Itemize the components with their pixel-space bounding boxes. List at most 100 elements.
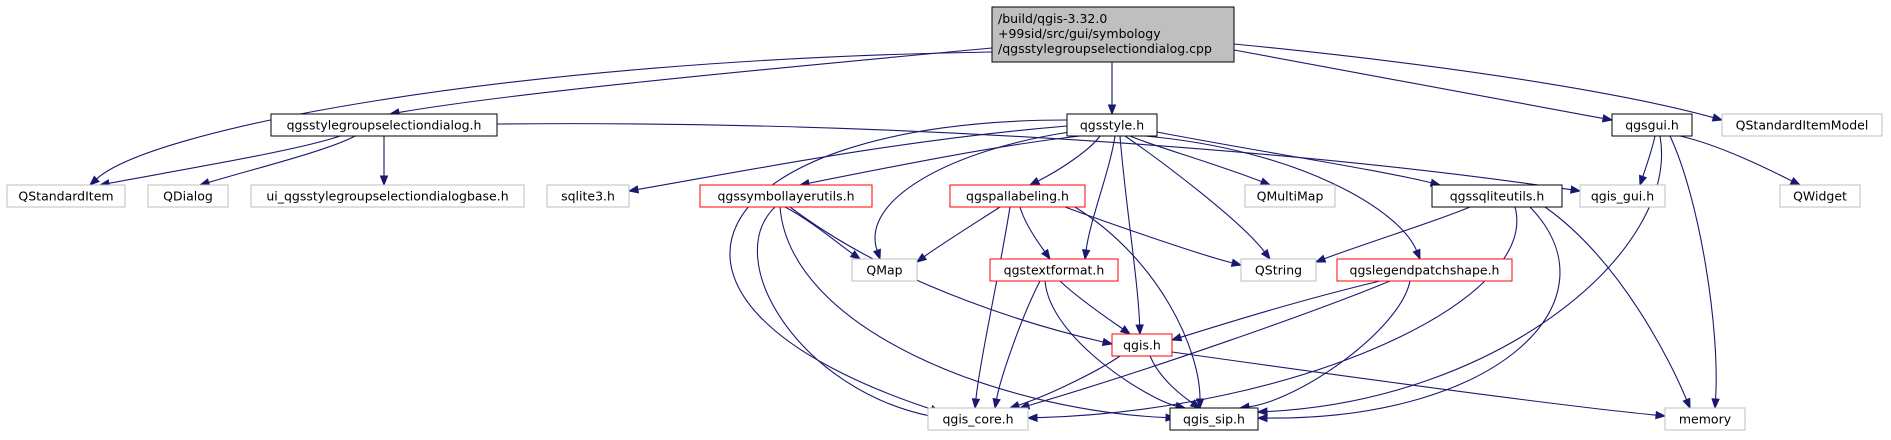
node-qgis_sip_h[interactable]: qgis_sip.h xyxy=(1169,407,1259,431)
node-label-QStandardItem: QStandardItem xyxy=(18,189,113,204)
arrowhead-root-to-QStandardItemModel xyxy=(1711,113,1724,122)
arrowhead-root-to-QStandardItem xyxy=(88,175,100,186)
node-label-qgssymbollayerutils_h: qgssymbollayerutils.h xyxy=(717,189,854,204)
node-memory: memory xyxy=(1664,407,1746,431)
edge-qgssqliteutils_h-to-qgis_core_h xyxy=(1036,206,1518,419)
edge-qgslegendpatchshape_h-to-qgis_h xyxy=(1180,280,1381,338)
node-qgsstylegroupselectiondialog_h[interactable]: qgsstylegroupselectiondialog.h xyxy=(270,113,498,137)
node-box-qgstextformat_h xyxy=(989,258,1119,282)
node-qgssqliteutils_h[interactable]: qgssqliteutils.h xyxy=(1431,184,1563,208)
edge-qgssymbollayerutils_h-to-qgis_sip_h xyxy=(779,206,1167,419)
node-label-qgis_gui_h: qgis_gui.h xyxy=(1591,189,1654,204)
node-qgstextformat_h[interactable]: qgstextformat.h xyxy=(989,258,1119,282)
arrowhead-qgsstyle_h-to-QString xyxy=(1260,248,1271,261)
arrowhead-qgstextformat_h-to-qgis_h xyxy=(1119,325,1132,335)
node-label-qgis_core_h: qgis_core.h xyxy=(942,412,1013,427)
edges-layer xyxy=(88,43,1802,423)
arrowhead-qgsstylegroupselectiondialog_h-to-ui_base_h xyxy=(379,175,389,187)
edge-qgsstyle_h-to-QMultiMap xyxy=(1129,135,1262,183)
arrowhead-qgis_h-to-memory xyxy=(1655,410,1667,420)
node-box-sqlite3_h xyxy=(546,184,630,208)
node-label-qgstextformat_h: qgstextformat.h xyxy=(1004,263,1105,278)
node-box-qgis_sip_h xyxy=(1169,407,1259,431)
arrowhead-qgssqliteutils_h-to-QString xyxy=(1314,254,1327,263)
node-qgslegendpatchshape_h[interactable]: qgslegendpatchshape.h xyxy=(1336,258,1513,282)
edge-qgssymbollayerutils_h-to-qgis_core_h xyxy=(756,206,932,417)
arrowhead-qgsgui_h-to-qgis_sip_h xyxy=(1256,407,1268,416)
node-label-qgssqliteutils_h: qgssqliteutils.h xyxy=(1450,189,1545,204)
node-ui_base_h: ui_qgsstylegroupselectiondialogbase.h xyxy=(250,184,525,208)
node-box-qgslegendpatchshape_h xyxy=(1336,258,1513,282)
edge-qgis_h-to-qgis_core_h xyxy=(1018,355,1121,406)
edge-qgstextformat_h-to-qgis_h xyxy=(1059,280,1123,330)
node-box-QMap xyxy=(851,258,918,282)
edge-qgsgui_h-to-QWidget xyxy=(1679,135,1793,182)
node-label-qgsstylegroupselectiondialog_h: qgsstylegroupselectiondialog.h xyxy=(287,118,482,133)
arrowhead-qgsgui_h-to-qgis_gui_h xyxy=(1638,174,1648,187)
edge-qgsstylegroupselectiondialog_h-to-QDialog xyxy=(208,135,356,183)
arrowhead-qgsgui_h-to-QWidget xyxy=(1789,176,1802,186)
node-label-QString: QString xyxy=(1255,263,1302,278)
node-qgis_h[interactable]: qgis.h xyxy=(1111,333,1173,357)
node-box-qgis_core_h xyxy=(927,407,1029,431)
edge-qgsstylegroupselectiondialog_h-to-qgis_gui_h xyxy=(496,123,1572,191)
edge-qgsstyle_h-to-qgstextformat_h xyxy=(1085,135,1116,251)
node-label-QMultiMap: QMultiMap xyxy=(1257,189,1324,204)
node-qgspallabeling_h[interactable]: qgspallabeling.h xyxy=(949,184,1086,208)
edge-qgsstyle_h-to-qgssqliteutils_h xyxy=(1156,131,1432,184)
node-box-memory xyxy=(1664,407,1746,431)
node-qgsstyle_h[interactable]: qgsstyle.h xyxy=(1066,113,1158,137)
node-box-qgsstylegroupselectiondialog_h xyxy=(270,113,498,137)
arrowhead-qgspallabeling_h-to-qgis_sip_h xyxy=(1195,398,1205,410)
arrowhead-qgspallabeling_h-to-QMap xyxy=(915,252,928,263)
node-box-QMultiMap xyxy=(1244,184,1336,208)
node-sqlite3_h: sqlite3.h xyxy=(546,184,630,208)
node-box-qgspallabeling_h xyxy=(949,184,1086,208)
edge-qgssqliteutils_h-to-qgis_sip_h xyxy=(1266,206,1561,419)
edge-qgspallabeling_h-to-QMap xyxy=(923,206,1001,258)
node-qgsgui_h[interactable]: qgsgui.h xyxy=(1611,113,1693,137)
edge-qgspallabeling_h-to-qgis_core_h xyxy=(975,206,1011,400)
arrowhead-qgssymbollayerutils_h-to-QMap xyxy=(849,250,862,260)
arrowhead-qgsstylegroupselectiondialog_h-to-qgis_gui_h xyxy=(1569,185,1582,194)
node-QStandardItemModel: QStandardItemModel xyxy=(1721,113,1883,137)
node-QWidget: QWidget xyxy=(1779,184,1861,208)
edge-qgis_h-to-memory xyxy=(1171,351,1657,416)
node-QDialog: QDialog xyxy=(147,184,229,208)
node-label-ui_base_h: ui_qgsstylegroupselectiondialogbase.h xyxy=(266,189,508,204)
node-qgis_core_h: qgis_core.h xyxy=(927,407,1029,431)
edge-root-to-qgsgui_h xyxy=(1233,49,1604,119)
node-box-QWidget xyxy=(1779,184,1861,208)
edge-qgspallabeling_h-to-qgstextformat_h xyxy=(1019,206,1046,252)
node-label-root: +99sid/src/gui/symbology xyxy=(998,26,1161,41)
node-box-QStandardItem xyxy=(6,184,126,208)
arrowhead-root-to-qgsstyle_h xyxy=(1107,104,1117,116)
node-root[interactable]: /build/qgis-3.32.0+99sid/src/gui/symbolo… xyxy=(991,6,1235,63)
edge-qgssymbollayerutils_h-to-qgis_h xyxy=(789,206,1104,343)
node-box-qgis_h xyxy=(1111,333,1173,357)
edge-qgsstyle_h-to-qgssymbollayerutils_h xyxy=(808,135,1081,184)
arrowhead-root-to-qgsgui_h xyxy=(1601,114,1614,123)
node-QString: QString xyxy=(1240,258,1317,282)
arrowhead-qgis_h-to-qgis_sip_h xyxy=(1189,399,1202,409)
edge-qgssqliteutils_h-to-memory xyxy=(1544,206,1688,400)
arrowhead-qgssymbollayerutils_h-to-qgis_h xyxy=(1101,337,1114,347)
arrowhead-qgsstyle_h-to-QMap xyxy=(872,248,881,261)
arrowhead-qgspallabeling_h-to-qgstextformat_h xyxy=(1041,248,1051,261)
node-label-sqlite3_h: sqlite3.h xyxy=(561,189,615,204)
node-qgssymbollayerutils_h[interactable]: qgssymbollayerutils.h xyxy=(699,184,873,208)
edge-qgstextformat_h-to-qgis_core_h xyxy=(996,280,1041,400)
node-label-qgsgui_h: qgsgui.h xyxy=(1625,118,1679,133)
node-label-qgspallabeling_h: qgspallabeling.h xyxy=(966,189,1069,204)
arrowhead-qgspallabeling_h-to-qgis_core_h xyxy=(971,398,981,410)
node-box-qgssymbollayerutils_h xyxy=(699,184,873,208)
edge-qgspallabeling_h-to-qgis_sip_h xyxy=(1074,206,1201,400)
edge-qgssqliteutils_h-to-QString xyxy=(1324,206,1471,260)
edge-qgspallabeling_h-to-QString xyxy=(1064,206,1233,264)
arrowhead-qgssqliteutils_h-to-qgis_core_h xyxy=(1026,413,1038,422)
node-label-QStandardItemModel: QStandardItemModel xyxy=(1736,118,1869,133)
edge-qgsstyle_h-to-QString xyxy=(1124,135,1265,253)
arrowhead-qgstextformat_h-to-qgis_core_h xyxy=(992,397,1001,410)
edge-qgis_h-to-qgis_sip_h xyxy=(1149,355,1193,404)
edge-qgsgui_h-to-memory xyxy=(1669,135,1717,400)
